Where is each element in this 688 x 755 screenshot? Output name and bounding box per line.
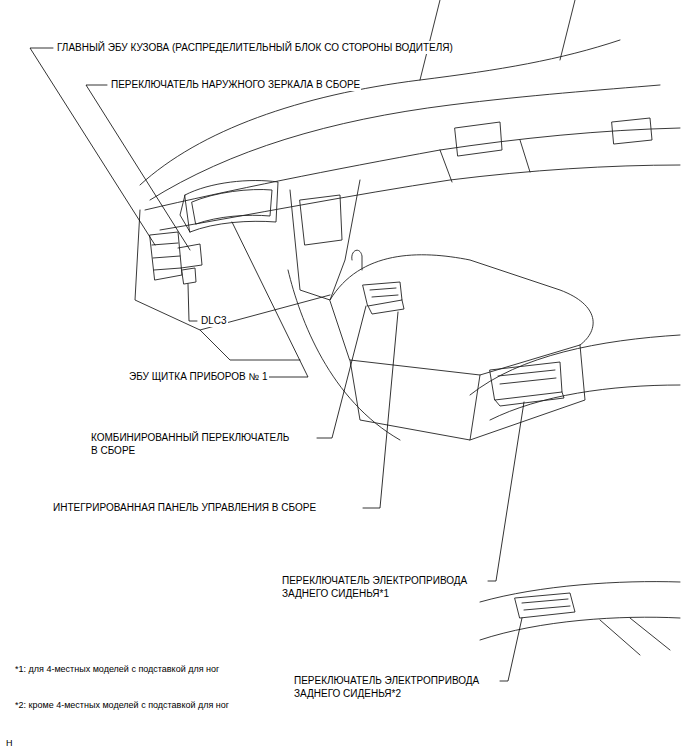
mirror-switch (178, 244, 202, 268)
rear-seat-switch (495, 392, 564, 406)
leader-line (188, 284, 197, 321)
seat (288, 270, 400, 440)
part-label: ПЕРЕКЛЮЧАТЕЛЬ ЭЛЕКТРОПРИВОДА ЗАДНЕГО СИД… (281, 574, 472, 600)
part-label: КОМБИНИРОВАННЫЙ ПЕРЕКЛЮЧАТЕЛЬ В СБОРЕ (90, 431, 294, 457)
integration-panel (368, 300, 404, 314)
center-stack (290, 180, 360, 300)
part-label: ГЛАВНЫЙ ЭБУ КУЗОВА (РАСПРЕДЕЛИТЕЛЬНЫЙ БЛ… (56, 41, 454, 54)
center-console (470, 345, 585, 440)
combination-meter (180, 195, 190, 232)
rear-seat-switch (498, 370, 556, 384)
pillar (420, 0, 440, 80)
footnote: *1: для 4-местных моделей с подставкой д… (14, 664, 220, 676)
rear-armrest (480, 582, 680, 602)
combination-meter (185, 181, 278, 232)
rear-seat-switch (515, 593, 575, 618)
dlc3 (182, 268, 196, 284)
leader-line (86, 85, 190, 250)
leader-line (363, 312, 398, 508)
center-stack (300, 195, 342, 245)
dashboard (160, 165, 680, 230)
dashboard (145, 128, 680, 210)
part-label: ЭБУ ЩИТКА ПРИБОРОВ № 1 (128, 370, 269, 383)
leader-line (317, 306, 366, 438)
pillar (560, 0, 575, 60)
part-label: ПЕРЕКЛЮЧАТЕЛЬ ЭЛЕКТРОПРИВОДА ЗАДНЕГО СИД… (293, 674, 484, 700)
leader-line (488, 402, 524, 581)
center-console (330, 255, 593, 375)
dashboard (440, 140, 530, 182)
vent (455, 122, 502, 156)
vent (612, 118, 652, 144)
rear-armrest (600, 618, 670, 655)
lower-dash (200, 330, 300, 360)
leader-line (500, 618, 522, 681)
main-body-ecu (150, 232, 182, 280)
lever (352, 250, 362, 270)
leader-lines (30, 48, 524, 681)
combination-meter (192, 190, 272, 225)
part-label: ИНТЕГРИРОВАННАЯ ПАНЕЛЬ УПРАВЛЕНИЯ В СБОР… (52, 501, 317, 514)
part-label: DLC3 (200, 314, 228, 327)
footnote: *2: кроме 4-местных моделей с подставкой… (14, 700, 230, 712)
center-console (350, 360, 480, 440)
main-body-ecu (152, 243, 181, 270)
leader-line (232, 222, 308, 377)
rear-seat-switch (490, 362, 562, 400)
integration-panel (370, 288, 398, 297)
figure-code: H (5, 738, 14, 750)
rear-seat-switch (522, 599, 570, 610)
rear-seat (490, 385, 680, 420)
integration-panel (363, 282, 402, 306)
rear-armrest (480, 617, 680, 640)
part-label: ПЕРЕКЛЮЧАТЕЛЬ НАРУЖНОГО ЗЕРКАЛА В СБОРЕ (110, 78, 361, 91)
windshield-edge (140, 40, 620, 185)
